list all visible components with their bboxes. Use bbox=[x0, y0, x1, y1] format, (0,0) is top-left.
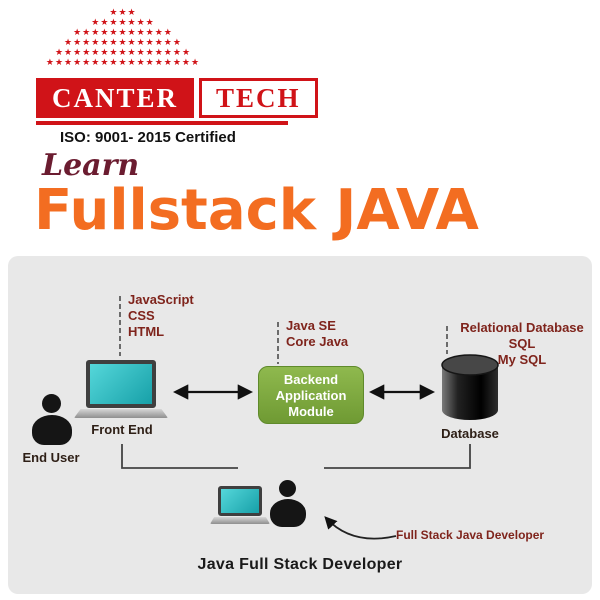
database-developer-connector bbox=[324, 444, 471, 469]
annotation-css: CSS bbox=[128, 308, 155, 323]
certification-text: ISO: 9001- 2015 Certified bbox=[60, 129, 236, 146]
brand-tech: TECH bbox=[199, 78, 318, 118]
database-label: Database bbox=[441, 426, 499, 441]
laptop-base bbox=[210, 517, 270, 524]
kicker-learn: Learn bbox=[42, 148, 140, 183]
annotation-mysql: My SQL bbox=[497, 352, 547, 367]
annotation-java-se: Java SE bbox=[286, 318, 336, 333]
developer-laptop-icon bbox=[210, 486, 270, 524]
backend-line-1: Backend bbox=[283, 372, 339, 387]
frontend-developer-connector bbox=[121, 444, 238, 469]
person-body-icon bbox=[270, 499, 306, 527]
annotation-relational-database: Relational Database bbox=[460, 320, 584, 335]
star-row: ★★★★★★★★★★★★★★★★★ bbox=[45, 58, 201, 68]
frontend-label: Front End bbox=[91, 422, 153, 437]
annotation-sql: SQL bbox=[508, 336, 536, 351]
star-row: ★★★ bbox=[109, 8, 137, 18]
annotation-html: HTML bbox=[128, 324, 165, 339]
brand-canter: CANTER bbox=[36, 78, 195, 118]
backend-line-2: Application bbox=[275, 388, 347, 403]
database-cylinder bbox=[441, 354, 499, 420]
developer-callout: Full Stack Java Developer bbox=[396, 528, 545, 542]
architecture-diagram: JavaScript CSS HTML Front End End User J… bbox=[8, 256, 592, 594]
star-row: ★★★★★★★ bbox=[91, 18, 155, 28]
developer-person-icon bbox=[270, 480, 306, 527]
annotation-core-java: Core Java bbox=[286, 334, 349, 349]
person-head-icon bbox=[279, 480, 296, 497]
brand-underline bbox=[36, 121, 288, 125]
laptop-screen bbox=[218, 486, 262, 516]
developer-callout-arrow bbox=[324, 516, 397, 540]
star-row: ★★★★★★★★★★★★★★★ bbox=[54, 48, 192, 58]
star-row: ★★★★★★★★★★★★★ bbox=[64, 38, 182, 48]
laptop-base bbox=[74, 409, 168, 418]
backend-annotations: Java SE Core Java bbox=[286, 318, 348, 350]
annotation-javascript: JavaScript bbox=[128, 292, 194, 307]
star-row: ★★★★★★★★★★★ bbox=[73, 28, 173, 38]
star-globe-logo: ★★★★★★★★★★★★★★★★★★★★★★★★★★★★★★★★★★★★★★★★… bbox=[28, 8, 218, 68]
laptop-screen bbox=[86, 360, 156, 408]
page-title: Fullstack JAVA bbox=[34, 178, 479, 243]
diagram-caption: Java Full Stack Developer bbox=[197, 556, 403, 573]
person-body-icon bbox=[32, 415, 72, 445]
database-annotations: Relational Database SQL My SQL bbox=[452, 320, 592, 368]
frontend-annotations: JavaScript CSS HTML bbox=[128, 292, 194, 340]
person-head-icon bbox=[42, 394, 61, 413]
end-user-label: End User bbox=[22, 450, 80, 465]
frontend-laptop-icon bbox=[74, 360, 168, 418]
end-user-icon bbox=[32, 394, 72, 445]
backend-line-3: Module bbox=[288, 404, 334, 419]
canter-tech-logo: CANTER TECH bbox=[36, 78, 318, 118]
backend-module-box: Backend Application Module bbox=[258, 366, 364, 424]
database-icon bbox=[440, 354, 500, 427]
